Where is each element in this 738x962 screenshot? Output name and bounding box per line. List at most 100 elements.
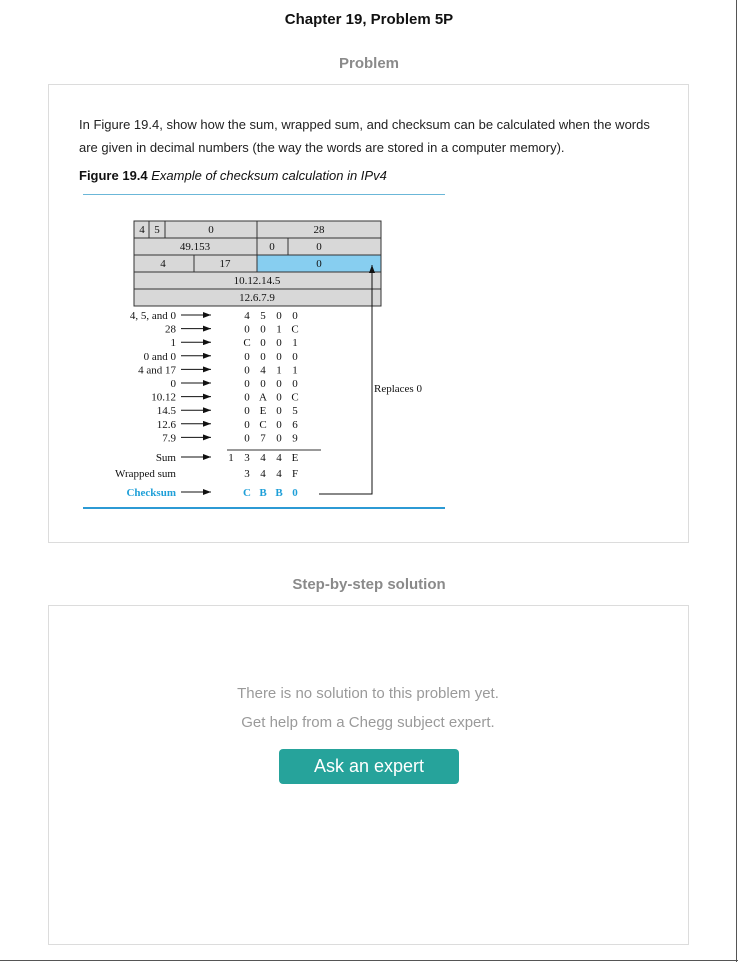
sum-row-digit: E bbox=[292, 452, 299, 464]
calc-row-3-digit: 0 bbox=[260, 337, 266, 349]
calc-row-6-digit: 0 bbox=[260, 378, 266, 390]
replaces-connector bbox=[319, 265, 375, 495]
wrapped-sum-row-digit: F bbox=[292, 468, 298, 480]
calc-row-7-digit: C bbox=[291, 392, 298, 404]
sum-row-label: Sum bbox=[156, 452, 177, 464]
figure-caption-text: Example of checksum calculation in IPv4 bbox=[151, 168, 387, 183]
calc-row-1-digit: 0 bbox=[292, 310, 298, 322]
calc-row-9-digit: 0 bbox=[244, 419, 250, 431]
calc-row-7-digit: 0 bbox=[276, 392, 282, 404]
calc-row-8-digit: E bbox=[260, 405, 267, 417]
calc-row-6-digit: 0 bbox=[276, 378, 282, 390]
header-cell-total-length: 28 bbox=[314, 224, 326, 236]
page-frame-bottom bbox=[0, 960, 738, 961]
calc-row-8-label: 14.5 bbox=[157, 405, 177, 417]
chapter-title: Chapter 19, Problem 5P bbox=[284, 11, 454, 28]
calc-row-4-digit: 0 bbox=[292, 351, 298, 363]
wrapped-sum-row-digit: 4 bbox=[276, 468, 282, 480]
calc-row-5-label: 4 and 17 bbox=[138, 364, 176, 376]
header-cell-hlen: 5 bbox=[154, 224, 160, 236]
calc-row-10-digit: 7 bbox=[260, 432, 266, 444]
figure-number: Figure 19.4 bbox=[79, 168, 148, 183]
calc-row-3-digit: C bbox=[243, 337, 250, 349]
calc-row-8-digit: 5 bbox=[292, 405, 298, 417]
calc-row-9-label: 12.6 bbox=[157, 419, 177, 431]
calc-row-3-label: 1 bbox=[171, 337, 177, 349]
calc-row-3-digit: 1 bbox=[292, 337, 298, 349]
wrapped-sum-row-digit: 3 bbox=[244, 468, 250, 480]
ask-expert-button[interactable]: Ask an expert bbox=[279, 749, 459, 784]
calc-row-2-digit: C bbox=[291, 324, 298, 336]
calc-row-10-digit: 0 bbox=[276, 432, 282, 444]
calc-row-2-digit: 0 bbox=[260, 324, 266, 336]
calc-row-5-digit: 4 bbox=[260, 364, 266, 376]
calc-row-4-label: 0 and 0 bbox=[144, 351, 177, 363]
header-cell-fragment: 0 bbox=[316, 241, 322, 253]
calc-row-5-digit: 0 bbox=[244, 364, 250, 376]
calc-row-8-digit: 0 bbox=[276, 405, 282, 417]
header-cell-checksum: 0 bbox=[316, 258, 322, 270]
problem-text: In Figure 19.4, show how the sum, wrappe… bbox=[79, 117, 650, 155]
solution-heading: Step-by-step solution bbox=[292, 576, 446, 593]
calc-row-9-digit: 0 bbox=[276, 419, 282, 431]
sum-row-digit: 4 bbox=[276, 452, 282, 464]
calc-row-2-digit: 0 bbox=[244, 324, 250, 336]
calc-row-7-digit: 0 bbox=[244, 392, 250, 404]
calc-row-9-digit: C bbox=[259, 419, 266, 431]
calc-row-10-digit: 0 bbox=[244, 432, 250, 444]
ip-header-table bbox=[133, 220, 382, 307]
header-cell-source: 10.12.14.5 bbox=[234, 275, 281, 287]
sum-carry: 1 bbox=[228, 452, 234, 464]
calc-row-10-label: 7.9 bbox=[162, 432, 176, 444]
calc-row-1-label: 4, 5, and 0 bbox=[130, 310, 177, 322]
checksum-row-digit: 0 bbox=[292, 487, 298, 499]
calc-row-4-digit: 0 bbox=[244, 351, 250, 363]
header-cell-version: 4 bbox=[139, 224, 145, 236]
calc-row-4-digit: 0 bbox=[276, 351, 282, 363]
expert-help-text: Get help from a Chegg subject expert. bbox=[241, 714, 495, 731]
calc-row-1-digit: 4 bbox=[244, 310, 250, 322]
header-cell-identification: 49.153 bbox=[180, 241, 211, 253]
checksum-row-digit: B bbox=[275, 487, 283, 499]
header-cell-protocol: 17 bbox=[220, 258, 232, 270]
figure-rule-top bbox=[83, 194, 445, 195]
checksum-figure: 4 5 0 28 49.153 0 0 4 17 0 10.12.14.5 12… bbox=[115, 220, 422, 499]
calc-row-8-digit: 0 bbox=[244, 405, 250, 417]
wrapped-sum-row-label: Wrapped sum bbox=[115, 468, 176, 480]
checksum-row-digit: C bbox=[243, 487, 251, 499]
figure-rule-bottom bbox=[83, 507, 445, 509]
page-frame-right bbox=[736, 0, 737, 962]
calc-row-10-digit: 9 bbox=[292, 432, 298, 444]
calc-row-1-digit: 0 bbox=[276, 310, 282, 322]
calc-row-4-digit: 0 bbox=[260, 351, 266, 363]
calc-row-5-digit: 1 bbox=[292, 364, 298, 376]
header-cell-ttl: 4 bbox=[160, 258, 166, 270]
calc-row-6-label: 0 bbox=[171, 378, 177, 390]
calc-row-3-digit: 0 bbox=[276, 337, 282, 349]
solution-panel: There is no solution to this problem yet… bbox=[48, 605, 689, 945]
header-cell-destination: 12.6.7.9 bbox=[239, 292, 275, 304]
header-cell-flags: 0 bbox=[269, 241, 275, 253]
replaces-label: Replaces 0 bbox=[374, 383, 422, 395]
calc-row-2-digit: 1 bbox=[276, 324, 282, 336]
calc-row-7-label: 10.12 bbox=[151, 392, 176, 404]
calc-row-9-digit: 6 bbox=[292, 419, 298, 431]
calc-row-6-digit: 0 bbox=[292, 378, 298, 390]
header-cell-service: 0 bbox=[208, 224, 214, 236]
no-solution-text: There is no solution to this problem yet… bbox=[237, 685, 499, 702]
checksum-row-digit: B bbox=[259, 487, 267, 499]
sum-row-digit: 3 bbox=[244, 452, 250, 464]
problem-heading: Problem bbox=[338, 55, 399, 72]
figure-caption: Figure 19.4 Example of checksum calculat… bbox=[79, 168, 387, 183]
header-row-5 bbox=[133, 288, 382, 307]
wrapped-sum-row-digit: 4 bbox=[260, 468, 266, 480]
calc-row-5-digit: 1 bbox=[276, 364, 282, 376]
calc-row-1-digit: 5 bbox=[260, 310, 266, 322]
calc-row-6-digit: 0 bbox=[244, 378, 250, 390]
calc-row-2-label: 28 bbox=[165, 324, 177, 336]
calc-row-7-digit: A bbox=[259, 392, 267, 404]
sum-row-digit: 4 bbox=[260, 452, 266, 464]
checksum-row-label: Checksum bbox=[126, 487, 176, 499]
problem-panel: In Figure 19.4, show how the sum, wrappe… bbox=[48, 84, 689, 543]
